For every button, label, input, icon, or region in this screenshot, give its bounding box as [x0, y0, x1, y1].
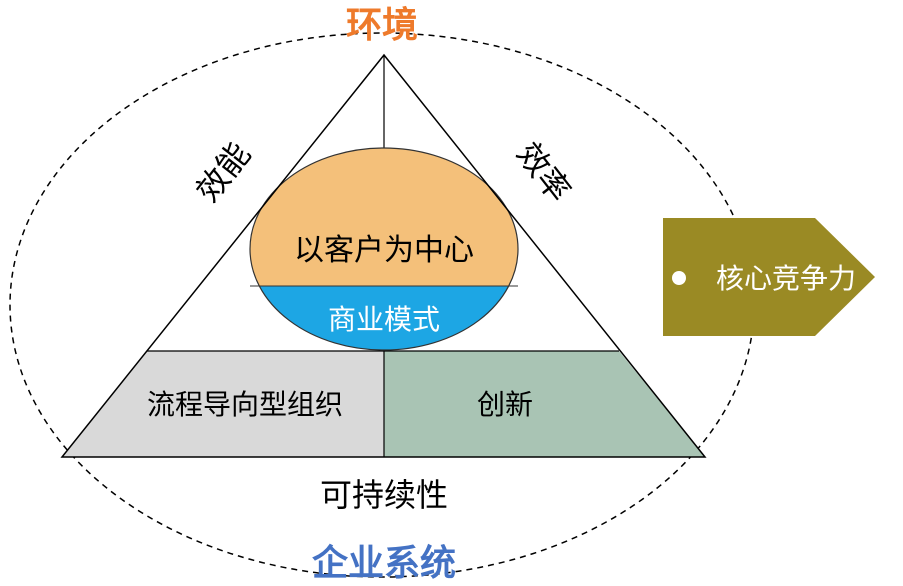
- efficiency-label: 效率: [509, 135, 578, 209]
- base-left-block: [62, 351, 384, 457]
- business-model-label: 商业模式: [328, 303, 440, 336]
- customer-centric-label: 以客户为中心: [294, 233, 474, 268]
- sustainability-label: 可持续性: [320, 476, 448, 514]
- core-competence-arrow: [663, 218, 875, 336]
- process-organization-label: 流程导向型组织: [147, 388, 343, 421]
- bullet-dot: [672, 271, 686, 285]
- environment-label: 环境: [346, 5, 418, 46]
- circle-outline: [249, 147, 519, 351]
- innovation-label: 创新: [477, 388, 533, 421]
- base-right-block: [384, 351, 705, 457]
- pyramid-triangle: [60, 53, 707, 458]
- effectiveness-label: 效能: [189, 135, 258, 209]
- enterprise-system-label: 企业系统: [312, 542, 456, 584]
- core-competence-label: 核心竞争力: [716, 262, 856, 295]
